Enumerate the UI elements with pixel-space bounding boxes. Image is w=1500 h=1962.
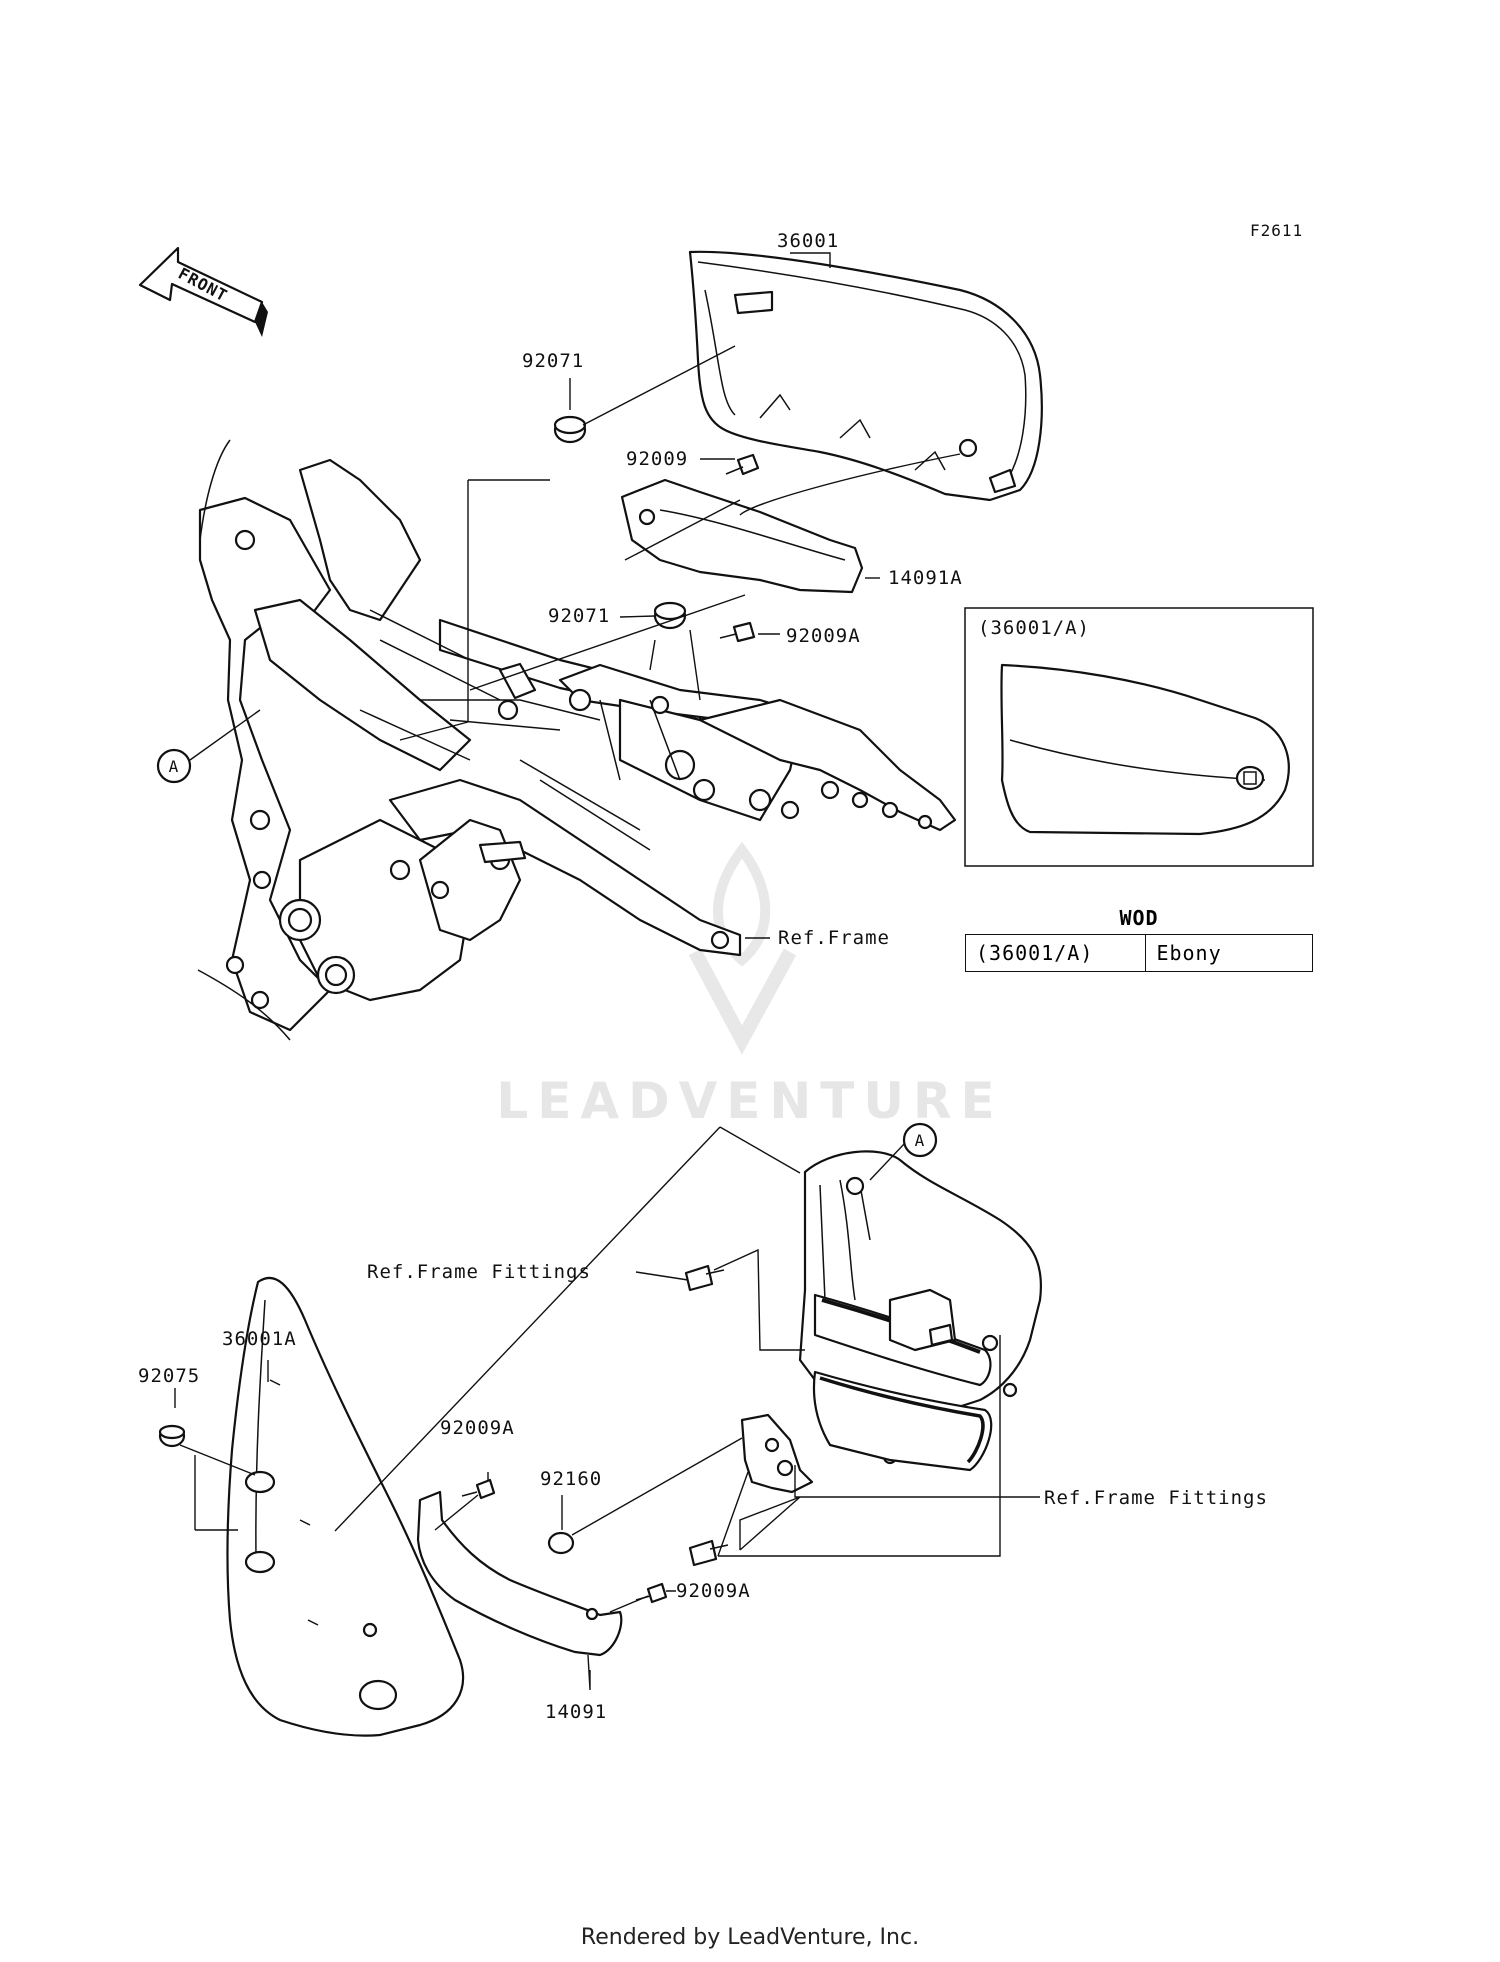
label-14091: 14091	[545, 1701, 607, 1723]
table-row: (36001/A) Ebony	[964, 934, 1313, 972]
battery-case-assembly	[798, 1150, 1042, 1472]
label-92009: 92009	[626, 448, 688, 470]
svg-text:A: A	[169, 757, 180, 776]
label-92009A-mid: 92009A	[440, 1417, 515, 1439]
label-92160: 92160	[540, 1468, 602, 1490]
label-92071-top: 92071	[522, 350, 584, 372]
frame-fitting-bolt-upper	[684, 1264, 725, 1292]
motorcycle-frame	[197, 439, 957, 1041]
table-cell-color: Ebony	[1145, 934, 1313, 972]
label-14091A: 14091A	[888, 567, 963, 589]
label-92075: 92075	[138, 1365, 200, 1387]
svg-text:A: A	[915, 1131, 926, 1150]
side-cover-36001A	[226, 1276, 465, 1737]
front-arrow-icon: FRONT	[138, 246, 268, 337]
leadventure-watermark: LEADVENTURE	[496, 841, 1003, 1130]
table-header: WOD	[1119, 906, 1159, 930]
bolt-92009A-mid	[461, 1478, 496, 1500]
callout-a-right: A	[902, 1122, 938, 1158]
side-cover-36001	[688, 250, 1043, 502]
frame-fitting-bolt-lower	[688, 1539, 729, 1567]
washer-92160	[547, 1531, 575, 1555]
mounting-bracket	[740, 1413, 814, 1494]
watermark-text: LEADVENTURE	[496, 1072, 1003, 1130]
bolt-92009	[725, 453, 760, 476]
footer-credit: Rendered by LeadVenture, Inc.	[580, 1925, 920, 1950]
label-92071-mid: 92071	[548, 605, 610, 627]
label-92009A-low: 92009A	[676, 1580, 751, 1602]
table-cell-code: (36001/A)	[964, 934, 1147, 972]
label-ref-frame-fittings-right: Ref.Frame Fittings	[1044, 1487, 1268, 1509]
callout-a-left: A	[156, 748, 192, 784]
color-code-table: WOD (36001/A) Ebony	[964, 904, 1313, 972]
leader-lines-bottom	[174, 1126, 1040, 1691]
figure-code: F2611	[1250, 221, 1303, 240]
leader-lines-top	[189, 252, 961, 939]
lower-cover-14091	[416, 1490, 623, 1657]
inset-label: (36001/A)	[978, 617, 1090, 639]
lower-cover-14091A	[620, 478, 864, 594]
label-ref-frame: Ref.Frame	[778, 927, 890, 949]
label-ref-frame-fittings-left: Ref.Frame Fittings	[367, 1261, 591, 1283]
inset-box: (36001/A)	[964, 607, 1314, 867]
nut-92075	[158, 1424, 186, 1448]
label-36001A: 36001A	[222, 1328, 297, 1350]
bolt-92009A-top	[719, 621, 756, 643]
label-92009A-top: 92009A	[786, 625, 861, 647]
grommet-92071-top	[553, 415, 587, 444]
label-36001: 36001	[777, 230, 839, 252]
